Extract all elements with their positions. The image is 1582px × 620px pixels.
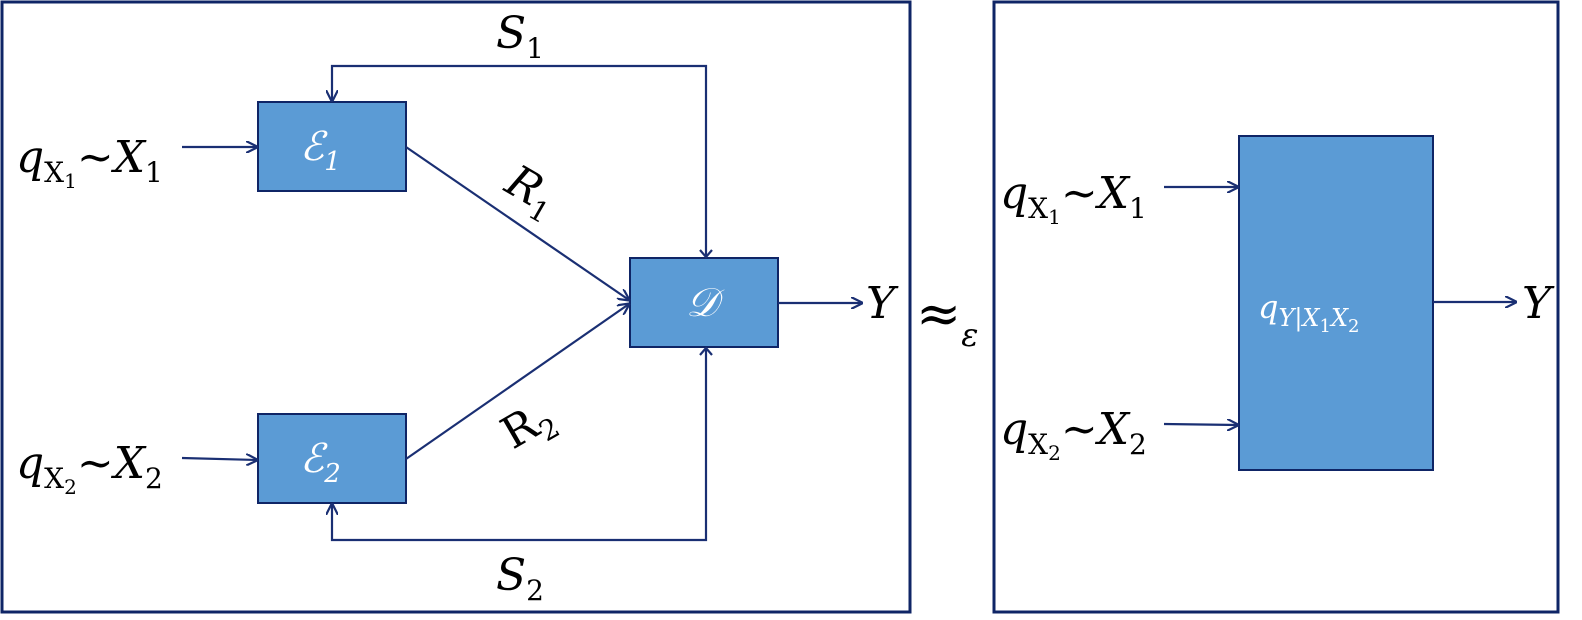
right-input-1-label: qX1~X1 <box>1000 168 1147 229</box>
feedback-2-decoder-arrowhead <box>699 346 713 356</box>
input-2-label: qX2~X2 <box>16 438 163 499</box>
feedback-1-label: S1 <box>496 8 544 65</box>
rate-2-label: R2 <box>493 390 566 465</box>
encoder-2-label: ℰ2 <box>300 436 341 489</box>
input-2-arrow <box>181 458 257 460</box>
output-y-label-right: Y <box>1522 278 1555 329</box>
right-input-2-label: qX2~X2 <box>1000 404 1147 465</box>
left-panel-frame <box>0 0 912 614</box>
feedback-1-line <box>332 64 708 257</box>
input-1-label: qX1~X1 <box>16 132 163 193</box>
rate-1-arrow <box>405 146 629 300</box>
channel-block <box>1238 135 1434 471</box>
rate-1-label: R1 <box>493 155 567 230</box>
approx-symbol: ≈ε <box>916 282 978 354</box>
feedback-1-decoder-arrowhead <box>699 249 713 259</box>
output-y-label-left: Y <box>866 278 899 329</box>
encoder-1-block <box>257 101 407 192</box>
channel-label: qY|X1X2 <box>1258 288 1360 337</box>
feedback-2-line <box>332 348 708 542</box>
feedback-2-label: S2 <box>496 550 544 607</box>
right-input-2-arrow <box>1163 424 1238 425</box>
encoder-1-label: ℰ1 <box>300 124 341 177</box>
right-panel-frame <box>992 0 1560 614</box>
rate-2-arrow <box>405 304 629 460</box>
